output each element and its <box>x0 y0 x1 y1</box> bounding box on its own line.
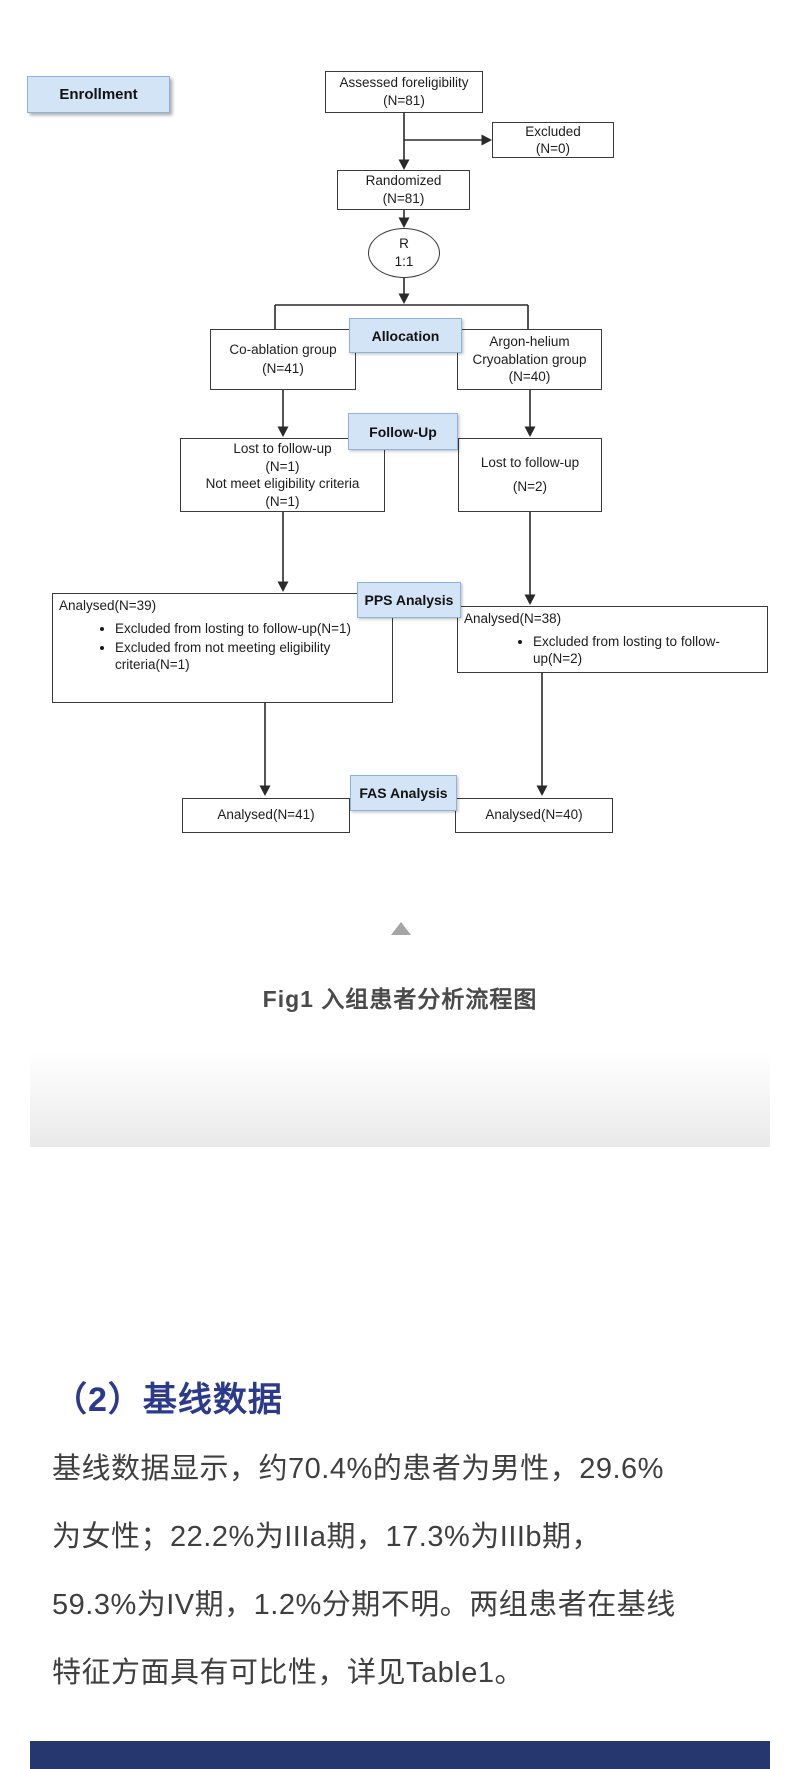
paragraph-line: 为女性；22.2%为IIIa期，17.3%为IIIb期， <box>52 1521 602 1553</box>
enrollment-stage-label-text: Enrollment <box>59 86 138 103</box>
followup-stage-label: Follow-Up <box>348 413 458 450</box>
pps-right-title: Analysed(N=38) <box>464 611 562 626</box>
group-right-line-3: (N=40) <box>508 369 551 385</box>
pps-left-title: Analysed(N=39) <box>59 598 157 613</box>
collapse-up-triangle-icon[interactable] <box>391 922 411 935</box>
lost-left-line-1: Lost to follow-up <box>233 441 332 456</box>
allocation-stage-label: Allocation <box>349 318 462 353</box>
ratio-line-1: R <box>399 236 409 251</box>
group-right-line-1: Argon-helium <box>489 334 570 350</box>
ratio-line-2: 1:1 <box>394 254 414 269</box>
fas-left-text: Analysed(N=41) <box>217 807 315 823</box>
paragraph-line: 59.3%为IV期，1.2%分期不明。两组患者在基线 <box>52 1589 676 1621</box>
excluded-box: Excluded (N=0) <box>492 122 614 158</box>
next-card-fade-preview <box>30 1052 770 1147</box>
co-ablation-group-box: Co-ablation group (N=41) <box>210 329 356 390</box>
assessed-line-2: (N=81) <box>383 93 425 108</box>
pps-right-bullet-1: Excluded from losting to follow-up(N=2) <box>533 633 767 667</box>
lost-left-line-3: Not meet eligibility criteria <box>205 476 360 491</box>
flow-connector-lines <box>259 113 548 796</box>
cryoablation-group-box: Argon-helium Cryoablation group (N=40) <box>457 329 602 390</box>
randomized-box: Randomized (N=81) <box>337 170 470 210</box>
fas-right-text: Analysed(N=40) <box>485 807 583 823</box>
fas-analysed-right-box: Analysed(N=40) <box>455 798 613 833</box>
enrollment-stage-label: Enrollment <box>27 76 170 113</box>
consort-flow-diagram: Enrollment Assessed foreligibility (N=81… <box>0 0 800 850</box>
randomization-ratio-ellipse: R 1:1 <box>368 228 440 278</box>
figure-caption: Fig1 入组患者分析流程图 <box>262 986 538 1012</box>
group-left-line-2: (N=41) <box>262 360 304 376</box>
followup-stage-label-text: Follow-Up <box>369 423 437 440</box>
assessed-line-1: Assessed foreligibility <box>339 74 469 90</box>
pps-left-bullet-list: Excluded from losting to follow-up(N=1) … <box>53 620 385 673</box>
lost-right-line-1: Lost to follow-up <box>480 455 580 470</box>
lost-left-line-4: (N=1) <box>265 493 300 509</box>
pps-stage-label: PPS Analysis <box>357 582 461 618</box>
excluded-line-1: Excluded <box>525 124 581 139</box>
fas-stage-label: FAS Analysis <box>350 775 457 811</box>
lost-followup-left-box: Lost to follow-up (N=1) Not meet eligibi… <box>180 438 385 512</box>
pps-left-bullet-1: Excluded from losting to follow-up(N=1) <box>115 620 385 637</box>
pps-left-bullet-2: Excluded from not meeting eligibility cr… <box>115 639 385 673</box>
lost-left-line-2: (N=1) <box>265 458 300 474</box>
pps-analysed-right-box: Analysed(N=38) Excluded from losting to … <box>457 606 768 673</box>
section-heading: （2）基线数据 <box>53 1381 283 1419</box>
lost-followup-right-box: Lost to follow-up (N=2) <box>458 438 602 512</box>
assessed-eligibility-box: Assessed foreligibility (N=81) <box>325 71 483 113</box>
pps-stage-label-text: PPS Analysis <box>364 592 454 608</box>
randomized-line-1: Randomized <box>365 172 442 188</box>
excluded-line-2: (N=0) <box>535 141 571 156</box>
paragraph-line: 特征方面具有可比性，详见Table1。 <box>52 1657 524 1689</box>
lost-right-line-2: (N=2) <box>512 479 548 494</box>
fas-analysed-left-box: Analysed(N=41) <box>182 798 350 833</box>
table-header-bar <box>30 1741 770 1769</box>
paragraph-line: 基线数据显示，约70.4%的患者为男性，29.6% <box>52 1453 664 1485</box>
group-right-line-2: Cryoablation group <box>472 351 587 367</box>
pps-analysed-left-box: Analysed(N=39) Excluded from losting to … <box>52 593 393 703</box>
pps-right-bullet-list: Excluded from losting to follow-up(N=2) <box>458 633 767 667</box>
randomized-line-2: (N=81) <box>382 191 425 206</box>
allocation-stage-label-text: Allocation <box>371 327 440 344</box>
group-left-line-1: Co-ablation group <box>229 342 337 357</box>
fas-stage-label-text: FAS Analysis <box>359 785 448 801</box>
